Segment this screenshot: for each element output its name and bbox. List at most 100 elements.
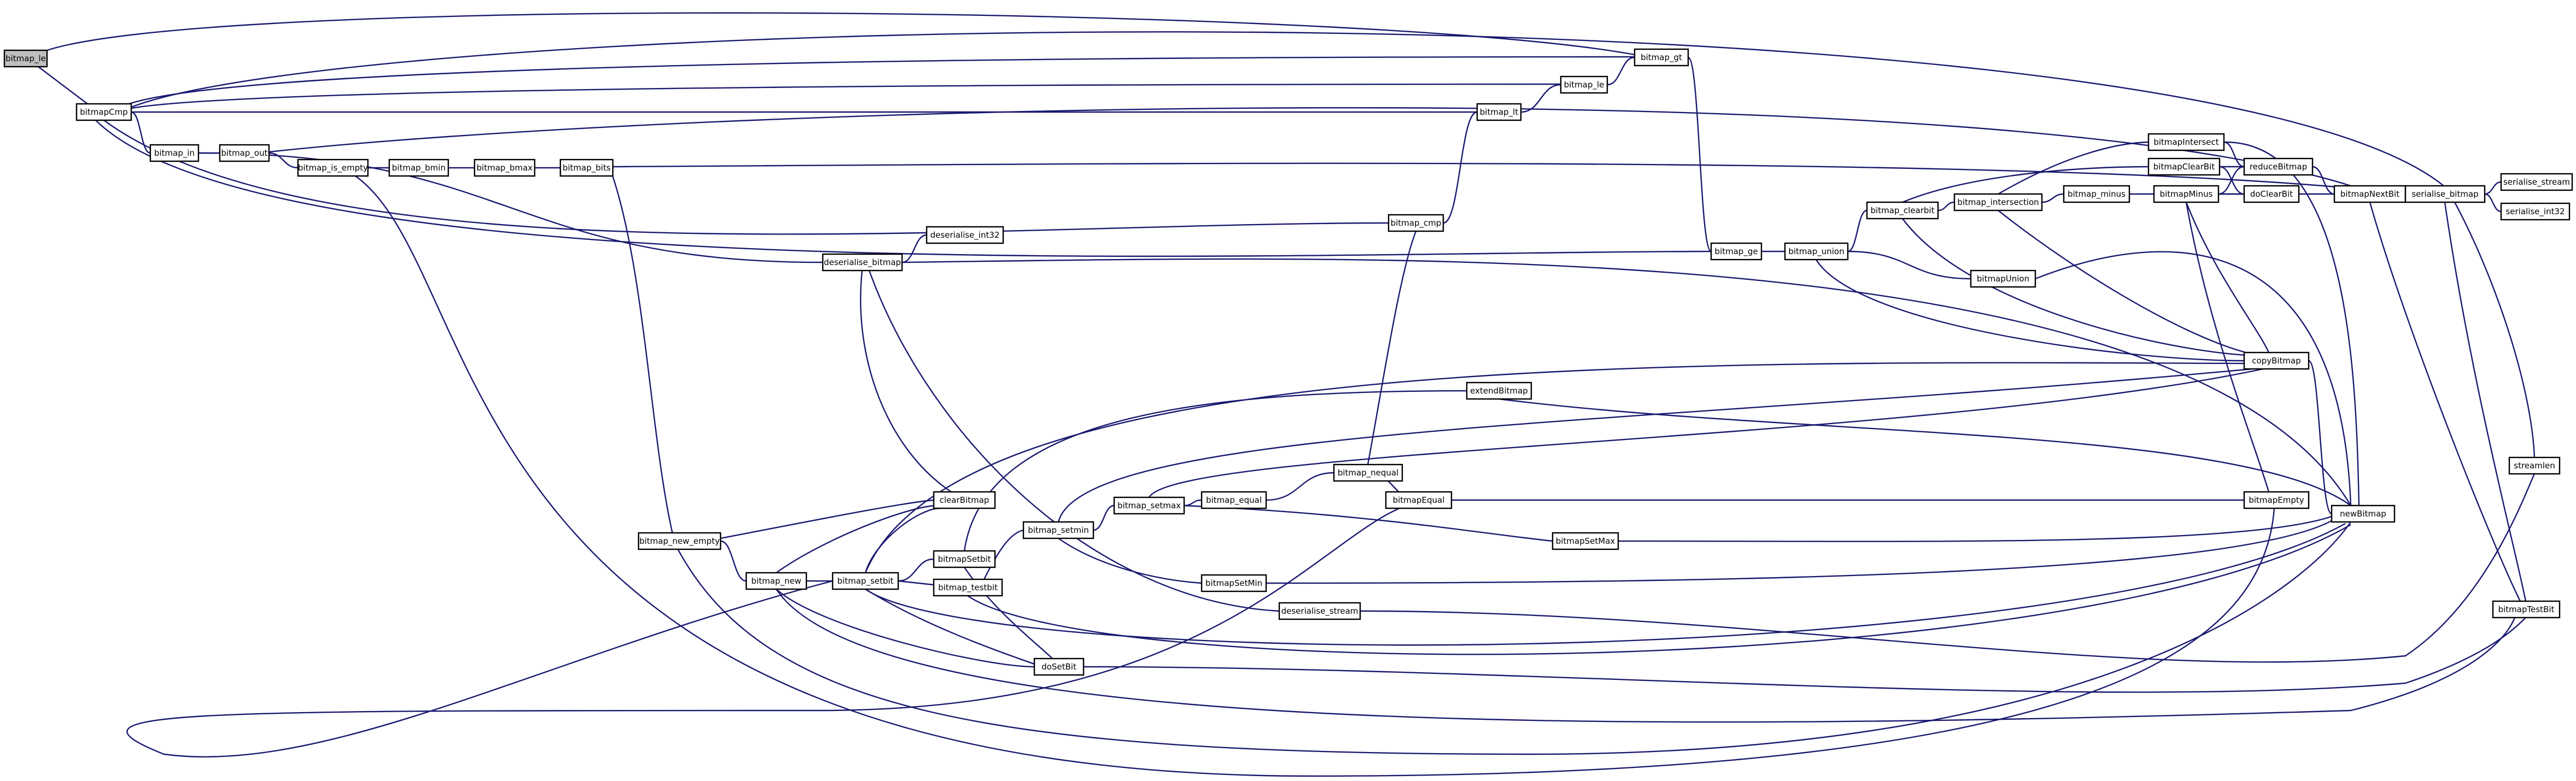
- node-box: [1552, 532, 1619, 550]
- edge-doSetBit-to-bitmapTestBit: [1083, 617, 2526, 693]
- node-bitmap-testbit[interactable]: bitmap_testbit: [933, 578, 1003, 597]
- node-bitmap-union[interactable]: bitmap_union: [1784, 242, 1849, 261]
- node-bitmap-new[interactable]: bitmap_new: [745, 572, 807, 590]
- node-label: bitmapSetMax: [1556, 536, 1615, 546]
- node-bitmapMinus[interactable]: bitmapMinus: [2153, 185, 2220, 203]
- node-label: serialise_bitmap: [2411, 189, 2478, 199]
- node-label: bitmap_lt: [1480, 107, 1519, 118]
- node-copyBitmap[interactable]: copyBitmap: [2243, 351, 2310, 370]
- node-box: [1385, 491, 1453, 509]
- edge-bitmap_cmp-to-bitmap_lt: [1443, 111, 1478, 224]
- node-bitmap-in[interactable]: bitmap_in: [149, 144, 200, 162]
- node-clearBitmap[interactable]: clearBitmap: [933, 491, 996, 509]
- edge-bitmapNextBit-to-bitmapTestBit: [2369, 202, 2521, 602]
- node-bitmap-out[interactable]: bitmap_out: [219, 144, 270, 162]
- node-label: bitmap_in: [154, 148, 195, 158]
- node-box: [832, 572, 899, 590]
- node-label: bitmap_testbit: [938, 583, 998, 593]
- node-label: bitmapUnion: [1977, 274, 2029, 284]
- node-bitmap-bits[interactable]: bitmap_bits: [559, 158, 614, 177]
- edge-serialise_bitmap-to-bitmapTestBit: [2444, 202, 2527, 602]
- node-bitmap-bmax[interactable]: bitmap_bmax: [473, 158, 536, 177]
- node-box: [2147, 157, 2221, 176]
- node-box: [1022, 521, 1094, 539]
- node-box: [1866, 201, 1939, 220]
- node-box: [1466, 381, 1532, 400]
- node-extendBitmap[interactable]: extendBitmap: [1466, 381, 1532, 400]
- edge-bitmap_bits-to-bitmap_new_empty: [611, 174, 674, 533]
- node-bitmapIntersect[interactable]: bitmapIntersect: [2147, 133, 2225, 151]
- node-bitmap-le[interactable]: bitmap_le: [3, 49, 48, 68]
- edge-bitmap_equal-to-bitmap_nequal: [1266, 472, 1334, 501]
- node-label: bitmapEmpty: [2249, 495, 2304, 505]
- edge-bitmap_setmax-to-bitmap_equal: [1184, 499, 1202, 507]
- edge-bitmapUnion-to-newBitmap: [2035, 251, 2352, 506]
- node-label: doSetBit: [1041, 662, 1076, 672]
- node-label: bitmapClearBit: [2153, 162, 2215, 172]
- node-bitmapSetbit[interactable]: bitmapSetbit: [933, 550, 996, 568]
- node-box: [1476, 103, 1522, 121]
- node-label: reduceBitmap: [2250, 162, 2307, 172]
- node-box: [1333, 463, 1403, 482]
- node-bitmapEqual[interactable]: bitmapEqual: [1385, 491, 1453, 509]
- node-label: bitmap_equal: [1206, 495, 1262, 506]
- node-bitmap-clearbit[interactable]: bitmap_clearbit: [1866, 201, 1939, 220]
- node-serialise-bitmap[interactable]: serialise_bitmap: [2404, 185, 2486, 203]
- node-box: [2404, 185, 2486, 203]
- node-serialise-stream[interactable]: serialise_stream: [2500, 173, 2573, 191]
- node-box: [822, 253, 903, 272]
- node-deserialise-int32[interactable]: deserialise_int32: [926, 226, 1004, 244]
- node-label: bitmap_union: [1788, 246, 1844, 257]
- node-label: bitmap_ge: [1714, 246, 1758, 257]
- node-label: bitmap_cmp: [1391, 218, 1442, 228]
- node-newBitmap[interactable]: newBitmap: [2331, 504, 2396, 523]
- node-bitmap-gt[interactable]: bitmap_gt: [1634, 48, 1689, 67]
- edge-bitmap_setbit-to-copyBitmap: [864, 362, 2245, 573]
- node-bitmap-setmin[interactable]: bitmap_setmin: [1022, 521, 1094, 539]
- node-label: bitmap_bmin: [392, 163, 446, 173]
- node-box: [388, 158, 449, 177]
- node-bitmap-lt-2[interactable]: bitmap_le: [1560, 75, 1608, 94]
- node-bitmap-bmin[interactable]: bitmap_bmin: [388, 158, 449, 177]
- node-deserialise-stream[interactable]: deserialise_stream: [1278, 602, 1361, 620]
- node-reduceBitmap[interactable]: reduceBitmap: [2243, 157, 2314, 176]
- edge-bitmapMinus-to-copyBitmap: [2185, 202, 2270, 353]
- node-label: bitmap_gt: [1641, 52, 1682, 63]
- edge-bitmap_intersection-to-bitmap_minus: [2041, 193, 2064, 203]
- node-serialise-int32[interactable]: serialise_int32: [2500, 202, 2571, 221]
- node-bitmap-equal[interactable]: bitmap_equal: [1201, 491, 1267, 509]
- edge-copyBitmap-to-newBitmap: [2308, 360, 2332, 515]
- node-label: streamlen: [2514, 461, 2555, 471]
- node-doClearBit[interactable]: doClearBit: [2243, 185, 2300, 203]
- node-streamlen[interactable]: streamlen: [2508, 456, 2561, 475]
- node-bitmap-nequal[interactable]: bitmap_nequal: [1333, 463, 1403, 482]
- node-bitmapNextBit[interactable]: bitmapNextBit: [2333, 185, 2407, 203]
- node-bitmap-ge[interactable]: bitmap_ge: [1710, 242, 1763, 261]
- node-bitmapTestBit[interactable]: bitmapTestBit: [2492, 600, 2561, 619]
- edge-bitmap_cmp-to-bitmapCmp: [103, 120, 1389, 235]
- node-bitmap-cmp[interactable]: bitmap_cmp: [1387, 214, 1444, 232]
- node-bitmap-setbit[interactable]: bitmap_setbit: [832, 572, 899, 590]
- node-bitmap-intersection[interactable]: bitmap_intersection: [1953, 193, 2043, 212]
- node-bitmap-is-empty[interactable]: bitmap_is_empty: [297, 158, 369, 177]
- edge-bitmap_nequal-to-bitmap_cmp: [1367, 231, 1417, 465]
- node-bitmapEmpty[interactable]: bitmapEmpty: [2243, 491, 2310, 509]
- node-bitmap-minus[interactable]: bitmap_minus: [2063, 185, 2130, 203]
- node-bitmapSetMin[interactable]: bitmapSetMin: [1201, 574, 1267, 592]
- edge-bitmap_setmin-to-copyBitmap: [1057, 368, 2253, 522]
- node-bitmapClearBit[interactable]: bitmapClearBit: [2147, 157, 2221, 176]
- node-bitmapSetMax[interactable]: bitmapSetMax: [1552, 532, 1619, 550]
- edge-bitmap_setbit-to-clearBitmap: [864, 507, 941, 573]
- node-bitmapCmp[interactable]: bitmapCmp: [75, 103, 132, 121]
- node-doSetBit[interactable]: doSetBit: [1033, 657, 1085, 676]
- node-bitmap-lt[interactable]: bitmap_lt: [1476, 103, 1522, 121]
- node-deserialise-bitmap[interactable]: deserialise_bitmap: [822, 253, 903, 272]
- node-bitmap-new-empty[interactable]: bitmap_new_empty: [637, 532, 722, 550]
- node-bitmap-setmax[interactable]: bitmap_setmax: [1113, 496, 1185, 515]
- edge-bitmap_is_empty-to-bitmapEmpty: [355, 175, 2275, 777]
- edge-bitmap_lt_2-to-bitmapCmp: [131, 83, 1561, 109]
- node-label: bitmap_setmin: [1028, 525, 1089, 536]
- node-bitmapUnion[interactable]: bitmapUnion: [1970, 269, 2036, 288]
